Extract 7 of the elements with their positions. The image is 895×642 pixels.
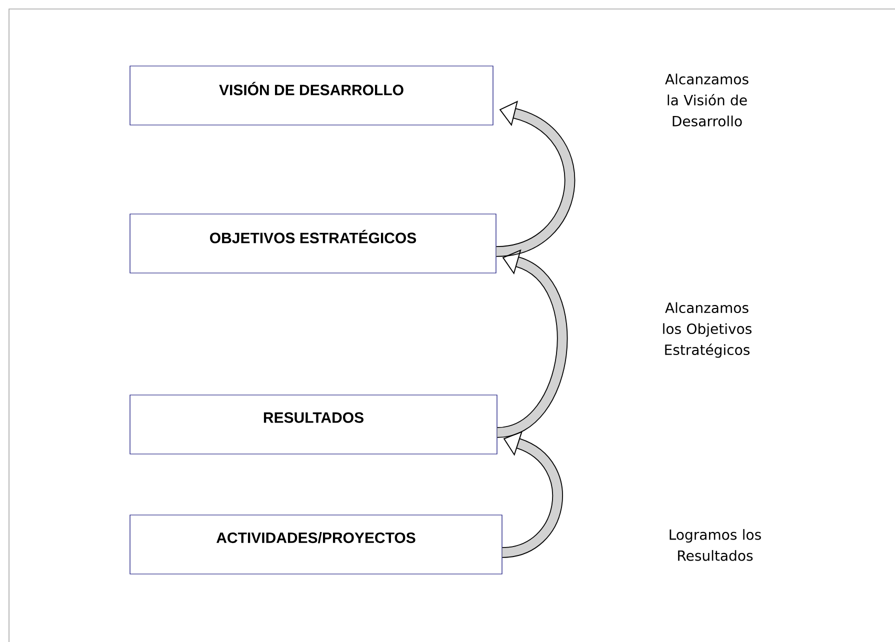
- process-box: OBJETIVOS ESTRATÉGICOS: [130, 214, 496, 274]
- process-box: RESULTADOS: [130, 394, 498, 454]
- process-box: ACTIVIDADES/PROYECTOS: [130, 514, 502, 574]
- note-text: Logramos los Resultados: [670, 529, 761, 561]
- process-box: VISIÓN DE DESARROLLO: [130, 66, 494, 126]
- note-text: Alcanzamos la Visión de Desarrollo: [665, 74, 748, 126]
- note-text: Alcanzamos los Objetivos Estratégicos: [663, 302, 752, 358]
